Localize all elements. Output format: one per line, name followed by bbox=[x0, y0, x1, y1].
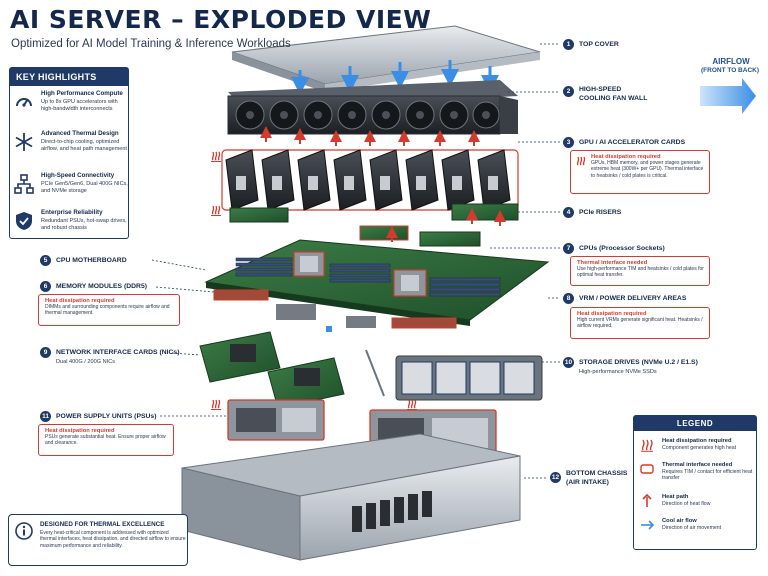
heat-path-arrows-gpu bbox=[260, 126, 480, 146]
callout-number: 11 bbox=[40, 411, 51, 422]
thermal-excellence-note: DESIGNED FOR THERMAL EXCELLENCE Every he… bbox=[8, 514, 188, 566]
callout-number: 7 bbox=[563, 243, 574, 254]
cool-air-arrow-icon bbox=[641, 520, 654, 530]
heat-note-title: Heat dissipation required bbox=[45, 298, 115, 304]
legend-item-title: Thermal interface needed bbox=[662, 462, 733, 468]
speedometer-icon bbox=[16, 98, 32, 107]
airflow-arrow-shape bbox=[700, 78, 756, 114]
thermal-note-desc: Every heat-critical component is address… bbox=[40, 530, 186, 549]
callout-bottom-chassis-line2: (AIR INTAKE) bbox=[566, 479, 609, 486]
highlight-desc: Redundant PSUs, hot-swap drives, and rob… bbox=[41, 218, 127, 231]
callout-memory: MEMORY MODULES (DDR5) bbox=[56, 283, 148, 290]
callout-number: 1 bbox=[563, 39, 574, 50]
callout-number: 12 bbox=[550, 472, 561, 483]
heat-note-desc: High current VRMs generate significant h… bbox=[577, 317, 703, 330]
callout-nics-desc: Dual 400G / 200G NICs bbox=[56, 359, 116, 365]
thermal-note-desc: Use high-performance TIM and heatsinks /… bbox=[577, 266, 704, 279]
key-highlights-panel: KEY HIGHLIGHTS High Performance Compute … bbox=[9, 67, 129, 239]
heat-icon bbox=[211, 151, 221, 162]
vrm-heat-note: Heat dissipation required High current V… bbox=[570, 307, 710, 339]
heat-note-desc: PSUs generate substantial heat. Ensure p… bbox=[45, 434, 166, 447]
page-title: AI SERVER – EXPLODED VIEW bbox=[10, 5, 432, 34]
callout-vrm: VRM / POWER DELIVERY AREAS bbox=[579, 295, 687, 302]
callout-number: 9 bbox=[40, 347, 51, 358]
callout-fan-wall: HIGH-SPEED bbox=[579, 86, 622, 93]
callout-pcie-risers: PCIe RISERS bbox=[579, 209, 622, 216]
callout-storage: STORAGE DRIVES (NVMe U.2 / E1.S) bbox=[579, 359, 698, 366]
shield-icon bbox=[16, 212, 32, 230]
airflow-subtitle: (FRONT TO BACK) bbox=[700, 67, 759, 74]
storage-drives-shape bbox=[395, 355, 543, 401]
airflow-title: AIRFLOW bbox=[712, 57, 750, 66]
legend-item-desc: Direction of heat flow bbox=[662, 501, 711, 507]
callout-number: 8 bbox=[563, 293, 574, 304]
highlight-desc: Up to 8x GPU accelerators with high-band… bbox=[41, 99, 118, 112]
legend-heading: LEGEND bbox=[634, 416, 756, 431]
highlight-desc: PCIe Gen5/Gen6, Dual 400G NICs, and NVMe… bbox=[41, 181, 128, 194]
heat-note-title: Heat dissipation required bbox=[45, 428, 115, 434]
callout-number: 2 bbox=[563, 86, 574, 97]
heat-icon bbox=[407, 399, 417, 410]
psu-heat-note: Heat dissipation required PSUs generate … bbox=[38, 424, 174, 456]
callout-psus: POWER SUPPLY UNITS (PSUs) bbox=[56, 413, 157, 420]
callout-motherboard: CPU MOTHERBOARD bbox=[56, 257, 127, 264]
leader-lines bbox=[151, 43, 560, 479]
highlight-title: Enterprise Reliability bbox=[41, 209, 103, 216]
key-highlights-heading: KEY HIGHLIGHTS bbox=[10, 68, 128, 86]
legend-panel: LEGEND Heat dissipation required Compone… bbox=[633, 415, 757, 550]
highlight-title: High Performance Compute bbox=[41, 90, 123, 97]
legend-item-title: Cool air flow bbox=[662, 518, 697, 524]
heat-note-desc: GPUs, HBM memory, and power stages gener… bbox=[591, 160, 704, 179]
info-icon bbox=[15, 522, 33, 540]
heat-note-desc: DIMMs and surrounding components require… bbox=[45, 304, 170, 317]
callout-number: 3 bbox=[563, 137, 574, 148]
heat-note-title: Heat dissipation required bbox=[577, 311, 647, 317]
highlight-title: Advanced Thermal Design bbox=[41, 130, 119, 137]
page-subtitle: Optimized for AI Model Training & Infere… bbox=[11, 38, 291, 50]
gpu-cards-shape bbox=[221, 149, 519, 211]
thermal-note-title: Thermal interface needed bbox=[577, 260, 648, 266]
fan-wall-shape bbox=[227, 80, 518, 135]
callout-cpus: CPUs (Processor Sockets) bbox=[579, 245, 665, 252]
heat-icon bbox=[211, 205, 221, 216]
highlight-desc: Direct-to-chip cooling, optimized airflo… bbox=[41, 139, 127, 152]
thermal-note-title: DESIGNED FOR THERMAL EXCELLENCE bbox=[40, 521, 165, 528]
heat-path-arrow-icon bbox=[642, 494, 652, 507]
heat-note-title: Heat dissipation required bbox=[591, 154, 661, 160]
network-icon bbox=[14, 174, 34, 194]
callout-storage-desc: High-performance NVMe SSDs bbox=[579, 369, 657, 375]
callout-bottom-chassis: BOTTOM CHASSIS bbox=[566, 470, 628, 477]
gpu-heat-note: Heat dissipation required GPUs, HBM memo… bbox=[570, 150, 710, 194]
callout-number: 10 bbox=[563, 357, 574, 368]
callout-number: 4 bbox=[563, 207, 574, 218]
callout-number: 5 bbox=[40, 255, 51, 266]
callout-nics: NETWORK INTERFACE CARDS (NICs) bbox=[56, 349, 180, 356]
fans bbox=[235, 100, 500, 130]
interface-box-icon bbox=[640, 464, 654, 474]
snowflake-icon bbox=[15, 133, 33, 151]
memory-heat-note: Heat dissipation required DIMMs and surr… bbox=[38, 294, 180, 326]
heat-icon bbox=[211, 399, 221, 410]
heat-icon bbox=[641, 439, 653, 452]
bottom-chassis-shape bbox=[181, 433, 521, 561]
nic-cards-shape bbox=[199, 331, 385, 409]
heat-icon bbox=[576, 156, 586, 166]
legend-item-desc: Direction of air movement bbox=[662, 525, 722, 531]
motherboard-shape bbox=[204, 239, 550, 332]
cpu-thermal-note: Thermal interface needed Use high-perfor… bbox=[570, 256, 710, 286]
top-cover-shape bbox=[231, 25, 541, 92]
legend-item-desc: Requires TIM / contact for efficient hea… bbox=[662, 469, 753, 482]
legend-item-title: Heat path bbox=[662, 494, 689, 500]
callout-gpu-cards: GPU / AI ACCELERATOR CARDS bbox=[579, 139, 686, 146]
legend-item-title: Heat dissipation required bbox=[662, 438, 732, 444]
highlight-title: High-Speed Connectivity bbox=[41, 172, 115, 179]
legend-item-desc: Component generates high heat bbox=[662, 445, 737, 451]
callout-number: 6 bbox=[40, 281, 51, 292]
callout-top-cover: TOP COVER bbox=[579, 41, 619, 48]
callout-fan-wall-line2: COOLING FAN WALL bbox=[579, 95, 648, 102]
